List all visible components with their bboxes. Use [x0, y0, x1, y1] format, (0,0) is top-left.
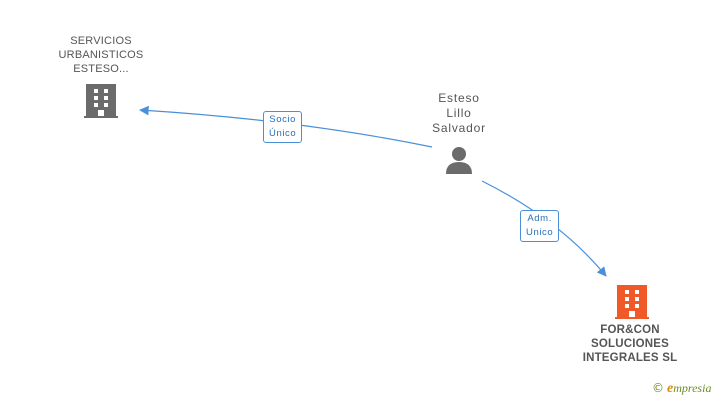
company-main-label[interactable]: FOR&CON SOLUCIONES INTEGRALES SL: [570, 323, 690, 365]
edge-label-line-1: Adm.: [527, 213, 552, 224]
edge-label-line-1: Socio: [269, 114, 297, 125]
edge-label-line-2: Único: [269, 128, 297, 139]
person-line-3: Salvador: [432, 121, 486, 135]
person-label[interactable]: Esteso Lillo Salvador: [409, 91, 509, 136]
company-main-line-2: SOLUCIONES: [590, 338, 670, 350]
building-icon[interactable]: [615, 285, 649, 319]
company-top-line-2: URBANISTICOS: [58, 49, 144, 61]
edge-label-line-2: Unico: [526, 227, 554, 238]
brand-initial: e: [667, 381, 674, 396]
company-top-line-3: ESTESO...: [73, 63, 129, 75]
person-line-2: Lillo: [446, 106, 472, 120]
company-main-line-3: INTEGRALES SL: [582, 352, 678, 364]
edge-label-socio-unico: Socio Único: [263, 111, 303, 143]
copyright-icon: ©: [652, 381, 664, 395]
person-icon[interactable]: [446, 147, 472, 174]
empresia-logo: ©empresia: [652, 381, 711, 397]
company-top-label[interactable]: SERVICIOS URBANISTICOS ESTESO...: [46, 34, 156, 76]
company-main-line-1: FOR&CON: [600, 324, 660, 336]
brand-name: mpresia: [673, 381, 712, 395]
building-icon[interactable]: [84, 84, 118, 118]
edge-label-adm-unico: Adm. Unico: [520, 210, 560, 242]
person-line-1: Esteso: [438, 91, 480, 105]
company-top-line-1: SERVICIOS: [70, 35, 132, 47]
